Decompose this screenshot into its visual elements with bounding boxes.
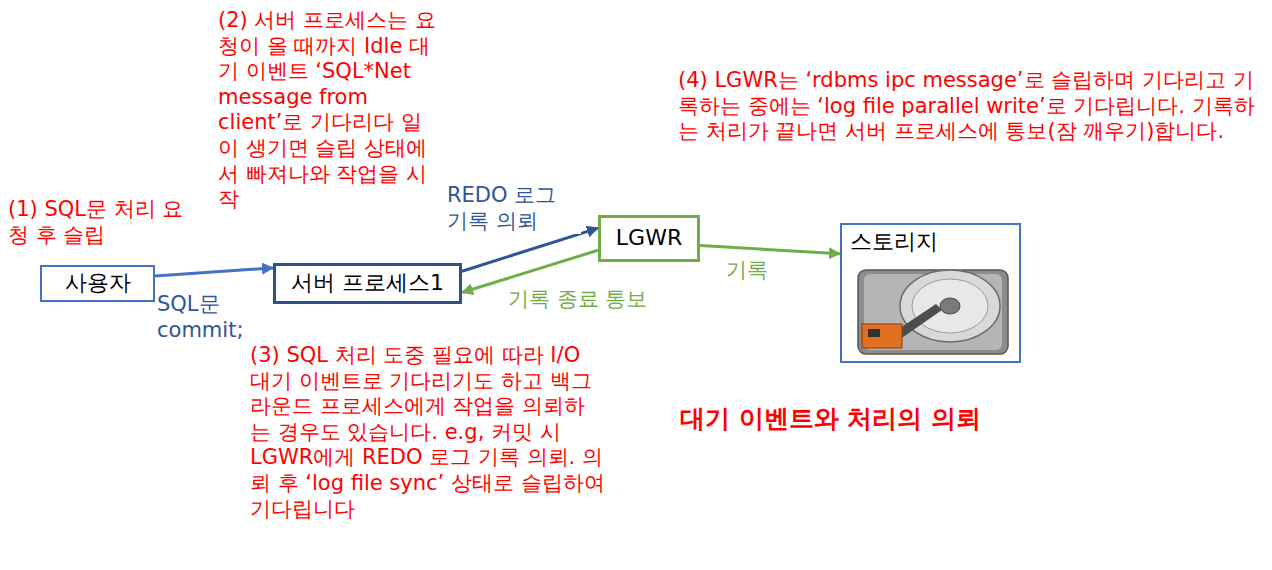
annotation-note: (4) LGWR는 ‘rdbms ipc message’로 슬립하며 기다리고…: [678, 68, 1266, 145]
storage-box: 스토리지: [840, 223, 1021, 363]
disk-chip: [868, 329, 880, 337]
process-box: LGWR: [598, 215, 700, 262]
annotation-note: (3) SQL 처리 도중 필요에 따라 I/O 대기 이벤트로 기다리기도 하…: [250, 343, 606, 522]
annotation-note: (2) 서버 프로세스는 요청이 올 때까지 Idle 대기 이벤트 ‘SQL*…: [218, 8, 442, 213]
node-label: 사용자: [65, 270, 131, 296]
disk-spindle: [940, 298, 960, 314]
arrow-connector: [462, 228, 598, 271]
hard-disk: [858, 270, 1008, 354]
node-label: LGWR: [616, 225, 682, 251]
process-box: 서버 프로세스1: [273, 263, 462, 304]
arrow-connector: [155, 268, 273, 276]
process-box: 사용자: [40, 265, 155, 302]
diagram-title: 대기 이벤트와 처리의 의뢰: [680, 402, 981, 435]
disk-platter-ring: [912, 279, 988, 333]
edge-label: 기록 종료 통보: [506, 287, 649, 313]
edge-label: 기록: [724, 258, 770, 284]
disk-platter: [900, 270, 1000, 342]
annotation-note: (1) SQL문 처리 요청 후 슬립: [8, 197, 186, 248]
disk-body: [858, 270, 1008, 354]
edge-label: SQL문 commit;: [155, 292, 241, 343]
edge-label: REDO 로그 기록 의뢰: [445, 183, 581, 234]
node-label: 서버 프로세스1: [291, 270, 444, 296]
arrow-connector: [700, 246, 840, 254]
node-label: 스토리지: [850, 229, 938, 255]
disk-board: [862, 324, 902, 348]
